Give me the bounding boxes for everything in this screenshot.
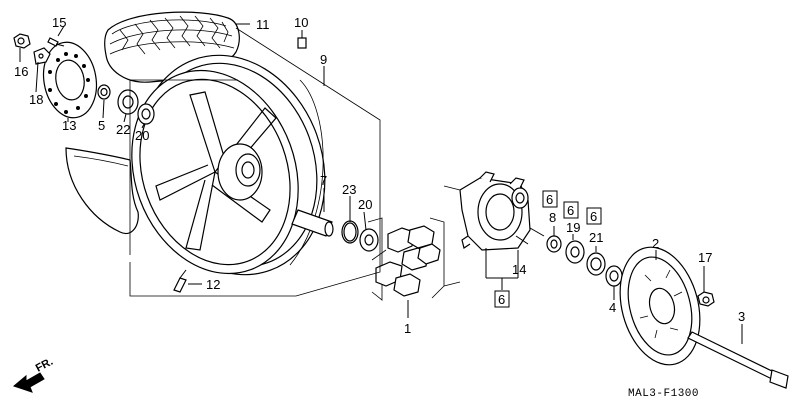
- callout-19: 19: [566, 220, 580, 235]
- callout-14: 14: [512, 262, 526, 277]
- bearing-20-lower: [359, 228, 379, 252]
- collar-7: [291, 209, 334, 237]
- assembly-lines: [129, 27, 461, 297]
- callout-20-upper: 20: [135, 128, 149, 143]
- collar-4: [605, 265, 623, 287]
- rear-wheel: [131, 54, 326, 276]
- callout-3: 3: [738, 309, 745, 324]
- callout-4: 4: [609, 300, 616, 315]
- callout-17: 17: [698, 250, 712, 265]
- callout-labels: 15 16 18 13 5 22 20 11 10 9 7 23 20 12 1…: [14, 15, 745, 336]
- nut-17: [697, 291, 715, 307]
- callout-7: 7: [320, 173, 327, 188]
- collar-5: [97, 84, 111, 100]
- callout-16: 16: [14, 64, 28, 79]
- oil-seal-21: [586, 252, 606, 276]
- stud-bolts-14: [515, 227, 545, 245]
- collar-8: [546, 235, 562, 253]
- leader-lines: [19, 23, 743, 344]
- callout-15: 15: [52, 15, 66, 30]
- callout-20-lower: 20: [358, 197, 372, 212]
- callout-21: 21: [589, 230, 603, 245]
- driven-flange: [459, 171, 531, 251]
- callout-22: 22: [116, 122, 130, 137]
- boxed-callout-6-seal: 6: [590, 209, 597, 224]
- o-ring-23: [341, 220, 359, 244]
- callout-10: 10: [294, 15, 308, 30]
- tire-section: [65, 147, 139, 234]
- bearing-19: [565, 240, 585, 264]
- boxed-callout-6-collar: 6: [546, 192, 553, 207]
- callout-12: 12: [206, 277, 220, 292]
- callout-13: 13: [62, 118, 76, 133]
- callout-23: 23: [342, 182, 356, 197]
- air-valve-12: [173, 269, 187, 293]
- boxed-callouts: 6 6 6 6: [494, 190, 602, 308]
- callout-11: 11: [256, 17, 270, 32]
- callout-9: 9: [320, 52, 327, 67]
- rear-axle: [687, 331, 789, 389]
- boxed-callout-6-bearing: 6: [567, 203, 574, 218]
- plate-18: [33, 47, 51, 65]
- nut-16: [13, 33, 31, 49]
- callout-1: 1: [404, 321, 411, 336]
- driven-sprocket: [619, 246, 701, 366]
- brake-disc: [42, 41, 98, 119]
- wheel-damper-set: [367, 217, 445, 301]
- drawing-code: MAL3-F1300: [628, 388, 699, 400]
- callout-5: 5: [98, 118, 105, 133]
- front-direction-arrow: FR.: [12, 356, 55, 393]
- callout-8: 8: [549, 210, 556, 225]
- bearing-22: [117, 89, 139, 115]
- bolt-15: [47, 37, 65, 47]
- boxed-callout-6-flange: 6: [498, 292, 505, 307]
- callout-2: 2: [652, 236, 659, 251]
- callout-18: 18: [29, 92, 43, 107]
- oil-seal-20-upper: [137, 103, 155, 125]
- front-label: FR.: [34, 356, 55, 375]
